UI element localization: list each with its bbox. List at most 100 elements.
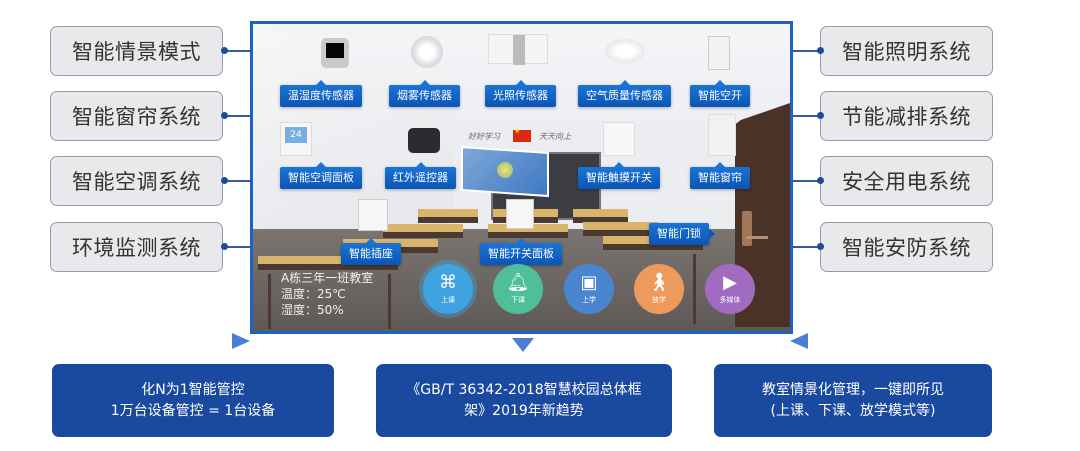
device-label-socket: 智能插座 — [341, 238, 401, 265]
arrow-left-icon — [790, 333, 808, 349]
system-label: 智能空调系统 — [72, 170, 201, 194]
desk — [383, 224, 463, 238]
banner-left: 好好学习 — [468, 132, 500, 141]
arrow-down-icon — [512, 338, 534, 352]
room-info: A栋三年一班教室 温度：25℃ 湿度：50% — [281, 270, 373, 318]
info-line: 《GB/T 36342-2018智慧校园总体框 — [406, 381, 642, 398]
system-label: 智能安防系统 — [842, 236, 971, 260]
connector-line — [224, 115, 260, 117]
system-box-lighting: 智能照明系统 — [820, 26, 993, 76]
device-label-thermo: 温湿度传感器 — [280, 80, 362, 107]
smoke-sensor-device — [411, 36, 443, 68]
banner-right: 天天向上 — [539, 132, 571, 141]
air-quality-sensor-device — [605, 39, 645, 63]
system-box-ac: 智能空调系统 — [50, 156, 223, 206]
mode-label: 上学 — [582, 296, 596, 304]
connector-dot — [817, 47, 824, 54]
system-box-energy-saving: 节能减排系统 — [820, 91, 993, 141]
ir-remote-device — [408, 128, 440, 153]
room-humidity: 湿度：50% — [281, 303, 344, 317]
arrow-right-icon — [232, 333, 250, 349]
system-label: 智能照明系统 — [842, 40, 971, 64]
info-box-scene-management: 教室情景化管理，一键即所见 (上课、下课、放学模式等) — [714, 364, 992, 437]
smart-socket-device — [358, 199, 388, 231]
connector-line — [782, 180, 822, 182]
system-box-curtain: 智能窗帘系统 — [50, 91, 223, 141]
smart-breaker-device — [708, 36, 730, 70]
connector-dot — [221, 112, 228, 119]
connector-dot — [817, 112, 824, 119]
door-lock-device — [742, 211, 752, 246]
info-line: 1万台设备管控 = 1台设备 — [110, 402, 276, 419]
info-line: 教室情景化管理，一键即所见 — [762, 381, 944, 398]
desk — [573, 209, 628, 223]
room-name: A栋三年一班教室 — [281, 271, 374, 285]
system-label: 节能减排系统 — [842, 105, 971, 129]
connector-dot — [817, 177, 824, 184]
mode-label: 放学 — [652, 296, 666, 304]
device-label-curtain: 智能窗帘 — [690, 162, 750, 189]
device-label-smoke: 烟雾传感器 — [389, 80, 460, 107]
film-icon: ▶ — [723, 272, 737, 293]
door-handle — [746, 236, 768, 239]
connector-line — [224, 246, 260, 248]
connector-line — [782, 50, 822, 52]
ac-panel-device — [280, 122, 312, 156]
info-line: 化N为1智能管控 — [141, 381, 245, 398]
system-box-env-monitor: 环境监测系统 — [50, 222, 223, 272]
flag-icon — [513, 127, 531, 142]
mode-button-multimedia[interactable]: ▶ 多媒体 — [705, 264, 755, 314]
backpack-icon: ▣ — [580, 272, 598, 293]
system-label: 智能窗帘系统 — [72, 105, 201, 129]
room-temperature: 温度：25℃ — [281, 287, 346, 301]
desk-leg — [268, 274, 271, 329]
info-box-unified-control: 化N为1智能管控 1万台设备管控 = 1台设备 — [52, 364, 334, 437]
connector-dot — [221, 47, 228, 54]
device-label-ir-remote: 红外遥控器 — [385, 162, 456, 189]
system-label: 智能情景模式 — [72, 40, 201, 64]
info-line: (上课、下课、放学模式等) — [770, 402, 936, 419]
connector-line — [224, 180, 260, 182]
connector-dot — [221, 177, 228, 184]
system-box-scene-mode: 智能情景模式 — [50, 26, 223, 76]
device-label-touch-switch: 智能触摸开关 — [578, 162, 660, 189]
system-box-security: 智能安防系统 — [820, 222, 993, 272]
mode-button-class-end[interactable]: 🔔︎ 下课 — [493, 264, 543, 314]
mode-label: 上课 — [441, 296, 455, 304]
curtain-controller-device — [708, 114, 736, 156]
connector-dot — [221, 243, 228, 250]
desk-leg — [693, 254, 696, 324]
connector-dot — [817, 243, 824, 250]
device-label-switch-panel: 智能开关面板 — [480, 238, 562, 265]
mode-label: 下课 — [511, 296, 525, 304]
system-label: 安全用电系统 — [842, 170, 971, 194]
system-box-electrical-safety: 安全用电系统 — [820, 156, 993, 206]
classroom-scene: 好好学习 天天向上 温湿度传感器 烟雾传感器 光照传感器 空气质量传感器 智能空… — [250, 21, 793, 334]
info-line: 架》2019年新趋势 — [464, 402, 584, 419]
touch-switch-device — [603, 122, 635, 156]
mode-button-class-start[interactable]: ⌘ 上课 — [423, 264, 473, 314]
device-label-ac-panel: 智能空调面板 — [280, 162, 362, 189]
light-sensor-device — [488, 34, 548, 65]
mode-label: 多媒体 — [719, 296, 741, 304]
thermo-hygrometer-device — [321, 38, 349, 68]
class-start-icon: ⌘ — [439, 272, 457, 293]
system-label: 环境监测系统 — [72, 236, 201, 260]
desk — [583, 222, 658, 236]
mode-button-school-start[interactable]: ▣ 上学 — [564, 264, 614, 314]
info-box-standard: 《GB/T 36342-2018智慧校园总体框 架》2019年新趋势 — [376, 364, 672, 437]
bell-icon: 🔔︎ — [506, 272, 530, 293]
mode-button-school-end[interactable]: 🚶︎ 放学 — [634, 264, 684, 314]
device-label-light: 光照传感器 — [485, 80, 556, 107]
windows-logo-icon — [497, 162, 513, 178]
connector-line — [782, 115, 822, 117]
desk-leg — [388, 274, 391, 329]
device-label-door-lock: 智能门锁 — [649, 223, 715, 245]
switch-panel-device — [506, 199, 534, 229]
connector-line — [782, 246, 822, 248]
device-label-breaker: 智能空开 — [690, 80, 750, 107]
device-label-air-quality: 空气质量传感器 — [578, 80, 671, 107]
connector-line — [224, 50, 260, 52]
desk — [418, 209, 478, 223]
walking-icon: 🚶︎ — [647, 272, 671, 293]
